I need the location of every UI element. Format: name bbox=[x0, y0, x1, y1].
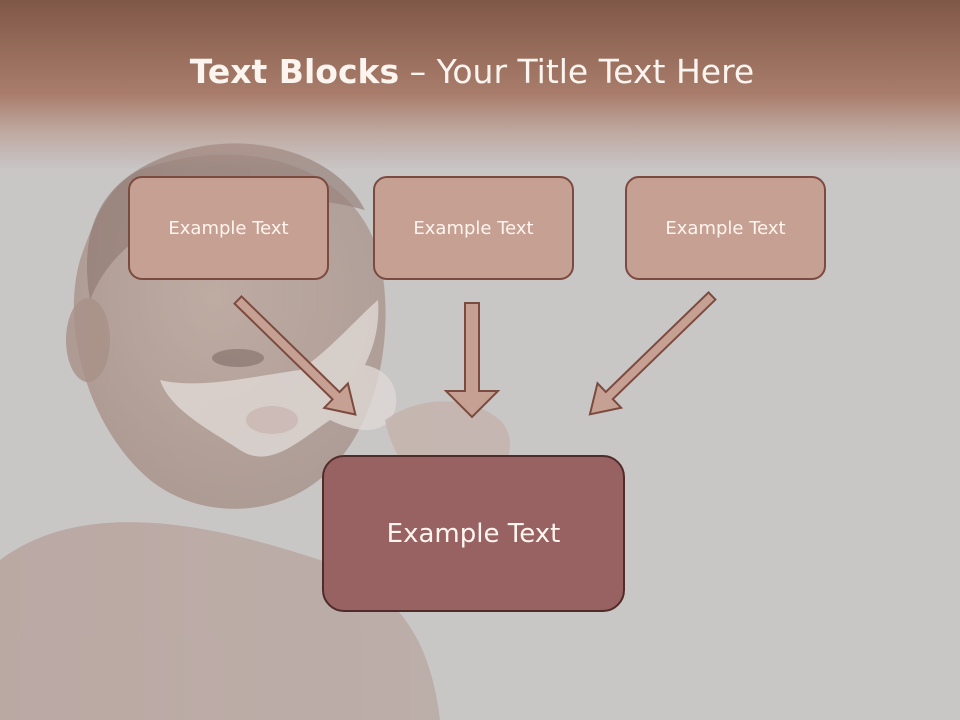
text-block-top-right[interactable]: Example Text bbox=[625, 176, 826, 280]
text-block-label: Example Text bbox=[413, 217, 534, 239]
arrow-right bbox=[588, 290, 717, 416]
text-block-top-left[interactable]: Example Text bbox=[128, 176, 329, 280]
title-bold: Text Blocks bbox=[189, 52, 400, 91]
text-block-top-middle[interactable]: Example Text bbox=[373, 176, 574, 280]
title-rest: Your Title Text Here bbox=[436, 52, 755, 91]
text-block-label: Example Text bbox=[386, 518, 561, 549]
header-band bbox=[0, 0, 960, 170]
text-block-bottom[interactable]: Example Text bbox=[322, 455, 625, 612]
arrow-middle bbox=[443, 302, 501, 419]
text-block-label: Example Text bbox=[665, 217, 786, 239]
slide-title: Text Blocks – Your Title Text Here bbox=[0, 52, 944, 91]
text-block-label: Example Text bbox=[168, 217, 289, 239]
title-dash: – bbox=[399, 52, 437, 91]
arrow-left bbox=[233, 295, 357, 416]
